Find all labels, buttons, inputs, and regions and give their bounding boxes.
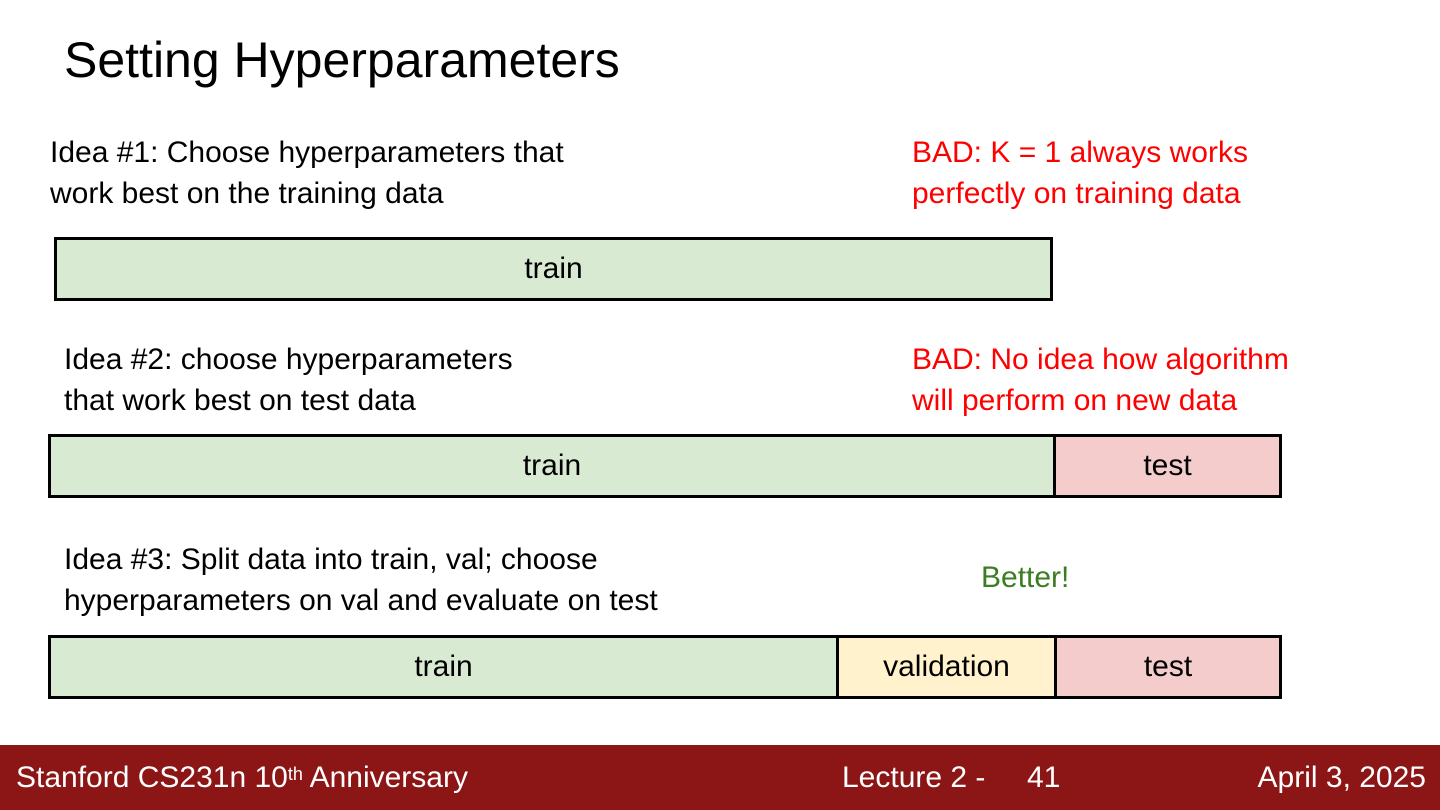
idea-1-line-2: work best on the training data xyxy=(50,177,444,210)
idea-3-text: Idea #3: Split data into train, val; cho… xyxy=(64,539,658,621)
idea-3-line-1: Idea #3: Split data into train, val; cho… xyxy=(64,543,598,576)
slide-title: Setting Hyperparameters xyxy=(64,32,620,88)
idea-1-verdict-line-1: BAD: K = 1 always works xyxy=(912,136,1248,169)
idea-2-verdict: BAD: No idea how algorithm will perform … xyxy=(912,339,1289,421)
idea-2-split-bar: train test xyxy=(48,434,1282,498)
page-number: 41 xyxy=(1027,761,1061,794)
course-name-superscript: th xyxy=(287,764,303,784)
idea-2-line-2: that work best on test data xyxy=(64,384,416,417)
idea-3-line-2: hyperparameters on val and evaluate on t… xyxy=(64,584,658,617)
lecture-label: Lecture 2 - xyxy=(842,761,986,794)
course-name-text: Stanford CS231n 10 xyxy=(16,761,288,794)
validation-segment: validation xyxy=(836,638,1054,696)
idea-3-verdict: Better! xyxy=(981,561,1070,594)
train-segment: train xyxy=(57,240,1050,298)
idea-1-verdict: BAD: K = 1 always works perfectly on tra… xyxy=(912,132,1248,214)
course-name: Stanford CS231n 10th Anniversary xyxy=(16,760,468,796)
test-segment: test xyxy=(1054,638,1279,696)
train-segment: train xyxy=(51,437,1053,495)
lecture-date: April 3, 2025 xyxy=(1257,761,1426,794)
train-segment: train xyxy=(51,638,836,696)
idea-1-line-1: Idea #1: Choose hyperparameters that xyxy=(50,136,564,169)
idea-1-verdict-line-2: perfectly on training data xyxy=(912,177,1241,210)
idea-3-split-bar: train validation test xyxy=(48,635,1282,699)
course-name-suffix: Anniversary xyxy=(302,761,468,794)
idea-1-text: Idea #1: Choose hyperparameters that wor… xyxy=(50,132,564,214)
idea-1-split-bar: train xyxy=(54,237,1053,301)
slide-footer: Stanford CS231n 10th Anniversary Lecture… xyxy=(0,745,1440,810)
idea-2-verdict-line-2: will perform on new data xyxy=(912,384,1238,417)
idea-2-text: Idea #2: choose hyperparameters that wor… xyxy=(64,339,513,421)
idea-2-verdict-line-1: BAD: No idea how algorithm xyxy=(912,343,1289,376)
idea-2-line-1: Idea #2: choose hyperparameters xyxy=(64,343,513,376)
test-segment: test xyxy=(1053,437,1279,495)
